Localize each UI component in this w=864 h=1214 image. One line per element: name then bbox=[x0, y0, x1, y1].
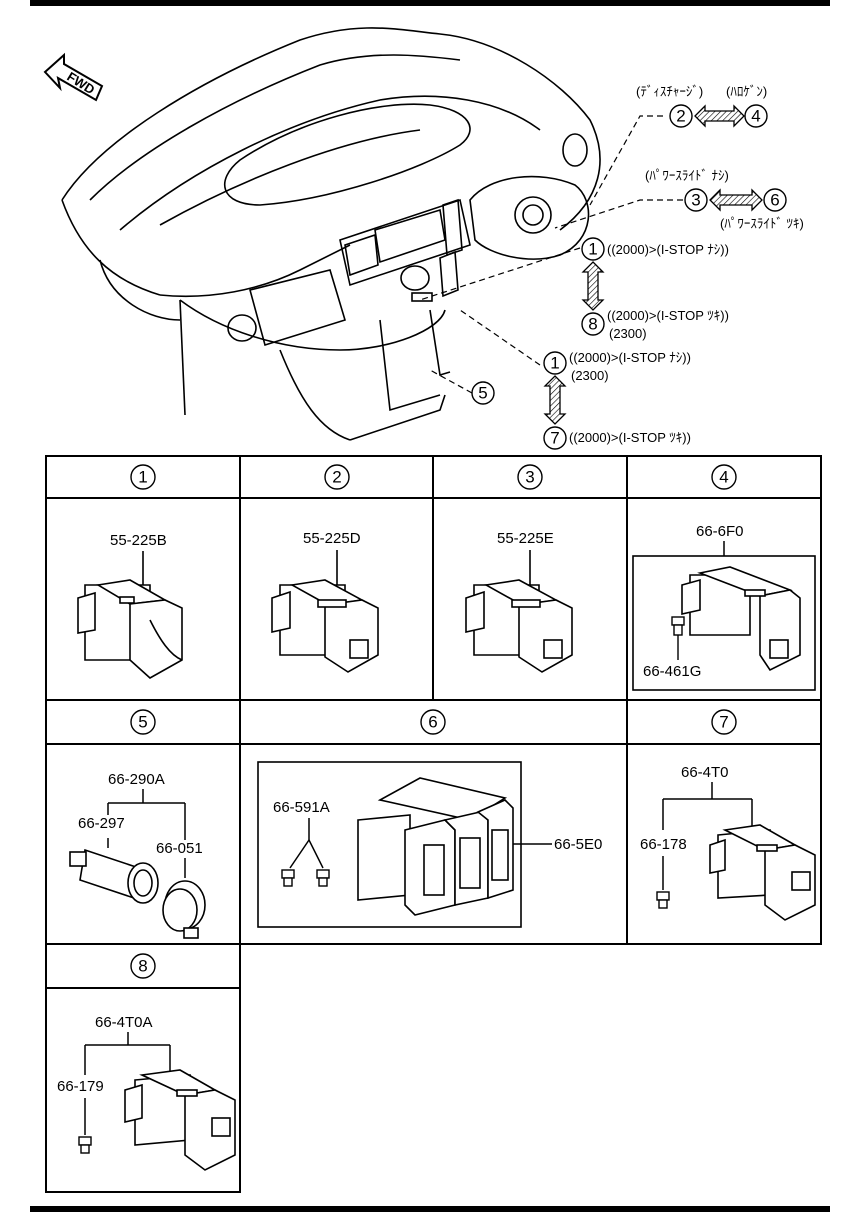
bottom-border-bar bbox=[30, 1206, 830, 1212]
screw-66-461g-icon bbox=[671, 616, 685, 660]
screw-66-591a-icon bbox=[281, 869, 330, 887]
callout-6: 6 bbox=[770, 191, 779, 210]
cell7-bracket-lines bbox=[662, 782, 753, 890]
label-halogen: (ﾊﾛｹﾞﾝ) bbox=[726, 84, 767, 99]
lighter-socket-icon bbox=[69, 848, 159, 904]
cell6-part-screw-label: 66-591A bbox=[273, 799, 330, 816]
label-callout-8-line2: (2300) bbox=[609, 326, 647, 341]
cell8-part-screw-label: 66-179 bbox=[57, 1078, 104, 1095]
cell6-screw-leaders bbox=[289, 818, 324, 869]
cell7-part-screw-label: 66-178 bbox=[640, 836, 687, 853]
fwd-arrow-icon: FWD bbox=[43, 52, 104, 102]
cell7-number: 7 bbox=[719, 713, 728, 732]
label-callout-7: ((2000)>(I-STOP ﾂｷ)) bbox=[569, 430, 691, 445]
callout-1b: 1 bbox=[550, 354, 559, 373]
cell5-number: 5 bbox=[138, 713, 147, 732]
label-callout-1a: ((2000)>(I-STOP ﾅｼ)) bbox=[607, 242, 729, 257]
label-powerslide-tsuki: (ﾊﾟﾜｰｽﾗｲﾄﾞ ﾂｷ) bbox=[720, 216, 804, 231]
cell2-number: 2 bbox=[332, 468, 341, 487]
cell3-part-label: 55-225E bbox=[497, 530, 554, 547]
switch-66-5e0-icon bbox=[357, 777, 514, 916]
screw-66-179-icon bbox=[78, 1136, 92, 1154]
screw-66-178-icon bbox=[656, 891, 670, 909]
cell8-number: 8 bbox=[138, 957, 147, 976]
cell5-bracket-lines bbox=[107, 789, 186, 878]
cell8-bracket-lines bbox=[84, 1032, 171, 1135]
switch-66-4t0a-icon bbox=[124, 1069, 236, 1171]
cell4-part-main-label: 66-6F0 bbox=[696, 523, 744, 540]
callout-4: 4 bbox=[751, 107, 760, 126]
cell5-part-socket-label: 66-297 bbox=[78, 815, 125, 832]
callout-8: 8 bbox=[588, 315, 597, 334]
label-powerslide-nashi: (ﾊﾟﾜｰｽﾗｲﾄﾞ ﾅｼ) bbox=[645, 168, 729, 183]
overview-callouts bbox=[471, 104, 787, 450]
overview-leader-lines bbox=[419, 115, 683, 394]
dashboard-illustration bbox=[61, 27, 601, 441]
switch-55-225b-icon bbox=[77, 551, 183, 679]
callout-1a: 1 bbox=[588, 240, 597, 259]
cell1-number: 1 bbox=[138, 468, 147, 487]
switch-55-225d-icon bbox=[271, 550, 379, 673]
switch-66-6f0-icon bbox=[681, 566, 801, 672]
cell4-subframe bbox=[632, 555, 816, 691]
cell6-part-switch-label: 66-5E0 bbox=[554, 836, 602, 853]
grid-header-circles bbox=[130, 464, 737, 979]
switch-55-225e-icon bbox=[465, 550, 573, 673]
callout-7: 7 bbox=[550, 429, 559, 448]
cell5-part-cap-label: 66-051 bbox=[156, 840, 203, 857]
label-callout-1b-line2: (2300) bbox=[571, 368, 609, 383]
label-callout-1b-line1: ((2000)>(I-STOP ﾅｼ)) bbox=[569, 350, 691, 365]
socket-cap-icon bbox=[162, 880, 206, 939]
top-border-bar bbox=[30, 0, 830, 6]
cell4-number: 4 bbox=[719, 468, 728, 487]
cell4-part-screw-label: 66-461G bbox=[643, 663, 701, 680]
cell3-number: 3 bbox=[525, 468, 534, 487]
label-callout-8-line1: ((2000)>(I-STOP ﾂｷ)) bbox=[607, 308, 729, 323]
interchange-arrows bbox=[543, 104, 763, 425]
parts-grid bbox=[45, 455, 822, 1193]
cell1-part-label: 55-225B bbox=[110, 532, 167, 549]
cell8-part-main-label: 66-4T0A bbox=[95, 1014, 153, 1031]
callout-3: 3 bbox=[691, 191, 700, 210]
cell5-part-assy-label: 66-290A bbox=[108, 771, 165, 788]
callout-2: 2 bbox=[676, 107, 685, 126]
cell2-part-label: 55-225D bbox=[303, 530, 361, 547]
switch-66-4t0-icon bbox=[709, 824, 816, 921]
cell6-number: 6 bbox=[428, 713, 437, 732]
callout-5: 5 bbox=[478, 384, 487, 403]
label-discharge: (ﾃﾞｨｽﾁｬｰｼﾞ) bbox=[636, 84, 703, 99]
cell7-part-main-label: 66-4T0 bbox=[681, 764, 729, 781]
